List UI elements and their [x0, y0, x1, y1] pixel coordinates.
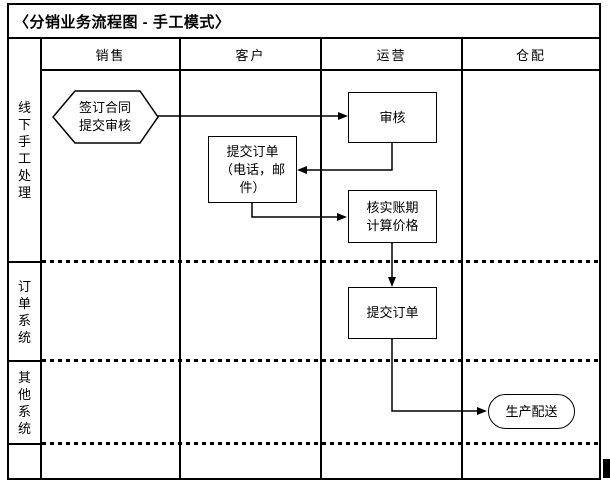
row-label-offline-manual: 线下手工处理 — [9, 39, 40, 261]
lane-divider-customer-operations — [320, 37, 322, 480]
connector-review-to-phone-order — [297, 143, 393, 174]
row-label-text: 订单系统 — [17, 278, 31, 345]
row-label-text: 线下手工处理 — [17, 100, 31, 200]
frame-left-border — [7, 3, 9, 480]
connector-phone-order-to-verify — [251, 203, 347, 221]
dotted-row-divider-1 — [42, 260, 599, 263]
arrowhead-right-icon — [477, 407, 487, 415]
node-submit-order: 提交订单 — [348, 287, 437, 339]
row-label-column-divider — [40, 37, 42, 480]
row-label-separator-1 — [7, 261, 42, 263]
connector-submit-order-to-delivery — [391, 339, 487, 415]
arrowhead-down-icon — [388, 277, 396, 287]
frame-right-border — [599, 3, 601, 480]
dotted-row-divider-3 — [42, 442, 599, 445]
lane-divider-sales-customer — [179, 37, 181, 480]
lane-header-customer: 客户 — [235, 47, 266, 63]
row-label-order-system: 订单系统 — [9, 263, 40, 360]
connector-verify-to-submit-order — [388, 243, 396, 287]
row-label-text: 其他系统 — [17, 369, 31, 436]
lane-header-sales: 销售 — [95, 47, 126, 63]
lane-divider-operations-warehouse — [461, 37, 463, 480]
node-production-delivery: 生产配送 — [488, 394, 575, 429]
lane-header-warehouse: 仓配 — [515, 47, 546, 63]
lane-header-operations: 运营 — [376, 47, 407, 63]
row-label-separator-3 — [7, 443, 42, 445]
arrowhead-left-icon — [297, 166, 307, 174]
row-label-separator-2 — [7, 360, 42, 362]
frame-top-border — [7, 3, 601, 5]
node-sign-contract: 签订合同 提交审核 — [78, 100, 131, 133]
node-review: 审核 — [348, 92, 437, 143]
diagram-title: 〈分销业务流程图 - 手工模式〉 — [14, 14, 231, 31]
row-label-other-system: 其他系统 — [9, 362, 40, 443]
frame-bottom-border — [7, 478, 601, 480]
arrowhead-right-icon — [338, 112, 348, 120]
node-verify-terms-pricing: 核实账期 计算价格 — [348, 190, 437, 243]
arrowhead-right-icon — [337, 213, 347, 221]
scrollbar-fragment[interactable] — [603, 459, 610, 478]
node-submit-order-phone: 提交订单 （电话，邮 件） — [208, 136, 297, 203]
title-divider — [7, 37, 601, 39]
dotted-row-divider-2 — [42, 359, 599, 362]
